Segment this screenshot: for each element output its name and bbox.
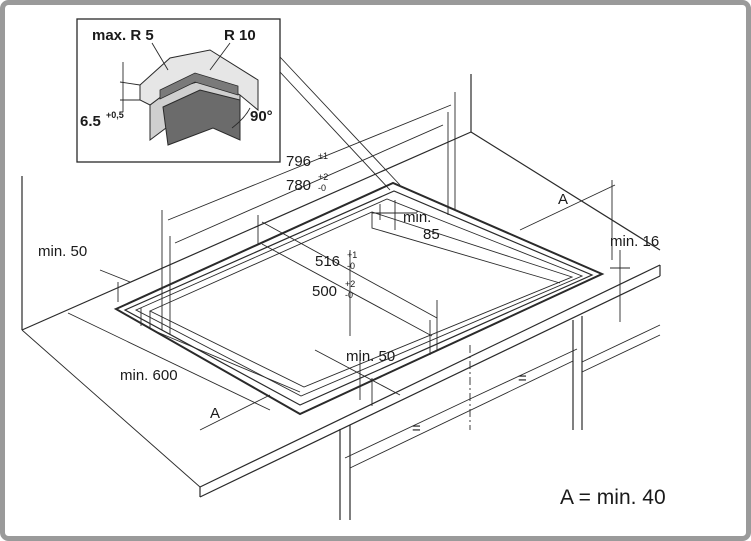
cabinet [339,316,661,520]
dim-depth [261,221,438,355]
label-796-tol: ±1 [318,151,328,161]
label-780-tol-top: +2 [318,172,328,182]
footnote: A = min. 40 [560,486,666,509]
label-max-r5: max. R 5 [92,27,154,44]
label-eq-bottom: = [412,420,421,437]
dim-min600 [67,312,271,411]
label-a-right: A [558,191,568,208]
label-eq-right: = [518,370,527,387]
label-min85-a: min. [403,209,431,226]
dim-equal-spacing [344,345,578,459]
dim-min50-left [99,269,131,302]
label-depth-tol: +0,5 [106,110,124,120]
label-780-tol-bot: -0 [318,183,326,193]
label-min600: min. 600 [120,367,178,384]
label-780: 780 [286,177,311,194]
label-depth: 6.5 [80,113,101,130]
label-500-tol-top: +2 [345,279,355,289]
label-516: 516 [315,253,340,270]
label-796: 796 [286,153,311,170]
cutout [113,181,605,416]
label-angle: 90° [250,108,273,125]
callout-leaders [279,56,401,191]
dim-width [161,92,456,335]
label-min16: min. 16 [610,233,659,250]
label-min50-left: min. 50 [38,243,87,260]
label-516-tol-top: +1 [347,250,357,260]
dim-min16 [610,250,630,322]
label-min85-b: 85 [423,226,440,243]
dim-a-left [199,394,271,431]
dim-min50-front [314,349,401,406]
dim-min85 [372,200,417,230]
label-516-tol-bot: -0 [347,261,355,271]
detail-inset [76,18,281,163]
label-500-tol-bot: -0 [345,290,353,300]
dim-a-right [519,180,616,260]
label-r10: R 10 [224,27,256,44]
label-min50-front: min. 50 [346,348,395,365]
label-a-left: A [210,405,220,422]
wall-lines [21,74,661,330]
worktop [21,131,661,498]
label-500: 500 [312,283,337,300]
